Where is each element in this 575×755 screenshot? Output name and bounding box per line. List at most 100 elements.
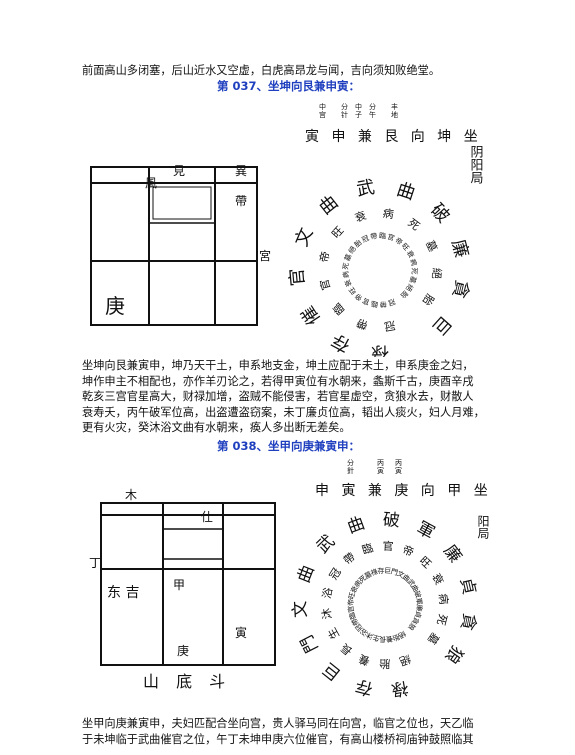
ring-char: 帶 bbox=[341, 550, 358, 567]
ring-char: 墓 bbox=[423, 238, 439, 253]
box-mark: 仕 bbox=[201, 510, 213, 524]
ring-char: 墓 bbox=[342, 253, 353, 263]
ring-char: 病 bbox=[436, 593, 451, 605]
svg-text:中: 中 bbox=[319, 102, 326, 111]
ring-char: 軍 bbox=[414, 597, 423, 605]
ring-char: 冠 bbox=[387, 297, 396, 307]
ring-char: 冠 bbox=[354, 622, 365, 633]
ring-char: 存 bbox=[328, 329, 354, 356]
ring-char: 旺 bbox=[417, 554, 434, 571]
ring-char: 長 bbox=[379, 635, 387, 643]
box-mark: 木 bbox=[125, 488, 137, 502]
ring-char: 死 bbox=[405, 216, 422, 233]
ring-char: 曲 bbox=[294, 563, 319, 586]
svg-text:子: 子 bbox=[355, 111, 362, 119]
box-mark: 宮 bbox=[259, 248, 271, 263]
box-mark: 異 bbox=[235, 164, 247, 178]
ring-char: 病 bbox=[408, 258, 418, 267]
ring-char: 衰 bbox=[405, 249, 416, 259]
ring-char: 養 bbox=[357, 652, 372, 669]
ring-char: 貪 bbox=[456, 611, 480, 632]
ring-char: 臨 bbox=[379, 231, 387, 240]
svg-text:午: 午 bbox=[369, 110, 376, 119]
ring-char: 門 bbox=[297, 631, 323, 655]
svg-text:分: 分 bbox=[341, 102, 348, 111]
ring-char: 胎 bbox=[391, 632, 401, 643]
ring-char: 病 bbox=[352, 578, 363, 589]
ring-char: 旺 bbox=[400, 242, 411, 253]
ring-char: 絕 bbox=[430, 267, 444, 279]
section-038-title: 第 038、坐甲向庚兼寅申： bbox=[217, 439, 361, 453]
ring-char: 旺 bbox=[329, 224, 346, 241]
ring-char: 沐 bbox=[365, 630, 375, 641]
ring-char: 狼 bbox=[406, 621, 417, 632]
svg-text:分: 分 bbox=[347, 458, 354, 467]
ring-char: 狼 bbox=[441, 642, 467, 667]
ring-char: 曲 bbox=[410, 583, 421, 593]
ring-char: 曲 bbox=[315, 191, 342, 219]
ring-char: 墓 bbox=[363, 569, 374, 580]
ring-char: 帝 bbox=[316, 250, 332, 264]
ring-char: 帶 bbox=[370, 232, 378, 241]
ring-char: 官 bbox=[361, 296, 371, 307]
ring-char: 巨 bbox=[428, 311, 456, 338]
svg-text:宫: 宫 bbox=[319, 110, 326, 119]
ring-char: 死 bbox=[410, 267, 418, 274]
ring-char: 胎 bbox=[420, 292, 438, 309]
ring-char: 曲 bbox=[401, 572, 412, 583]
figure-037-side-label: 阴阳局 bbox=[468, 145, 484, 184]
ring-char: 存 bbox=[377, 566, 385, 576]
ring-char: 貪 bbox=[410, 616, 421, 626]
ring-char: 浴 bbox=[320, 586, 335, 599]
ring-char: 胎 bbox=[399, 289, 410, 300]
ring-char: 臨 bbox=[370, 299, 378, 309]
ring-char: 廉 bbox=[447, 237, 472, 260]
ring-char: 祿 bbox=[370, 567, 379, 578]
ring-char: 死 bbox=[434, 613, 449, 627]
figure-038-diagram: 木 仕 甲 寅 庚 丁 东 吉 山 底 斗 分針 丙寅 丙寅 申 寅 兼 庚 向… bbox=[85, 455, 505, 717]
section-038-paragraph: 坐甲向庚兼寅申，夫妇匹配合坐向宫，贵人驿马同在向宫，临官之位也，天乙临 于未坤临… bbox=[82, 716, 512, 747]
ring-char: 官 bbox=[382, 539, 394, 554]
ring-char: 軍 bbox=[413, 518, 437, 544]
section-037-title: 第 037、坐坤向艮兼申寅： bbox=[217, 79, 361, 93]
figure-038-header: 申 寅 兼 庚 向 甲 坐 bbox=[315, 482, 492, 499]
ring-char: 帝 bbox=[353, 291, 364, 302]
svg-text:寅: 寅 bbox=[377, 466, 384, 475]
box-mark: 風 bbox=[145, 176, 157, 190]
paragraph-line: 乾亥三宫官星高大，财禄加增，盗贼不能侵害，若官星虚空，贪狼水去，财散人 bbox=[82, 390, 474, 404]
ring-char: 貪 bbox=[448, 278, 474, 301]
ring-char: 帶 bbox=[350, 617, 360, 627]
ring-char: 墓 bbox=[408, 275, 419, 284]
svg-text:寅: 寅 bbox=[395, 466, 402, 475]
ring-char: 文 bbox=[291, 225, 317, 250]
ring-char: 帶 bbox=[355, 316, 370, 332]
ring-char: 旺 bbox=[348, 285, 359, 295]
ring-char: 官 bbox=[386, 232, 396, 243]
intro-line: 前面高山多闭塞，后山近水又空虚，白虎高昂龙与闻，吉向须知败绝堂。 bbox=[82, 64, 441, 77]
paragraph-line: 坐甲向庚兼寅申，夫妇匹配合坐向宫，贵人驿马同在向宫，临官之位也，天乙临 bbox=[82, 717, 474, 730]
paragraph-line: 衰寿夭，丙午破军位高，出盗遭盗窃案，未丁廉贞位高，韬出人痰火，妇人月难， bbox=[82, 405, 485, 419]
ring-char: 帝 bbox=[346, 599, 355, 607]
ring-char: 存 bbox=[353, 675, 374, 699]
svg-text:丙: 丙 bbox=[395, 459, 402, 467]
ring-char: 催 bbox=[297, 302, 324, 329]
ring-char: 冠 bbox=[361, 234, 371, 244]
ring-char: 曲 bbox=[345, 513, 368, 538]
ring-char: 浴 bbox=[358, 627, 369, 638]
ring-char: 破 bbox=[382, 510, 400, 531]
ring-char: 祿 bbox=[371, 342, 389, 357]
ring-char: 武 bbox=[313, 531, 339, 557]
figure-037-header: 寅 申 兼 艮 向 坤 坐 bbox=[305, 128, 482, 145]
ring-char: 帝 bbox=[400, 542, 416, 559]
ring-char: 胎 bbox=[379, 657, 390, 671]
ring-char: 死 bbox=[342, 262, 351, 270]
ring-char: 貞 bbox=[413, 610, 424, 619]
ring-char: 生 bbox=[371, 633, 380, 644]
figure-037-diagram: 見 異 風 帶 宮 庚 中宫 分针 中子 分午 丰地 寅 申 兼 艮 向 坤 坐… bbox=[85, 95, 505, 357]
ring-char: 文 bbox=[290, 600, 311, 618]
bottom-label: 山 底 斗 bbox=[143, 672, 231, 691]
svg-text:丙: 丙 bbox=[377, 459, 384, 467]
ring-char: 祿 bbox=[390, 677, 410, 700]
ring-char: 沐 bbox=[320, 607, 334, 620]
ring-char: 廉 bbox=[415, 604, 425, 612]
